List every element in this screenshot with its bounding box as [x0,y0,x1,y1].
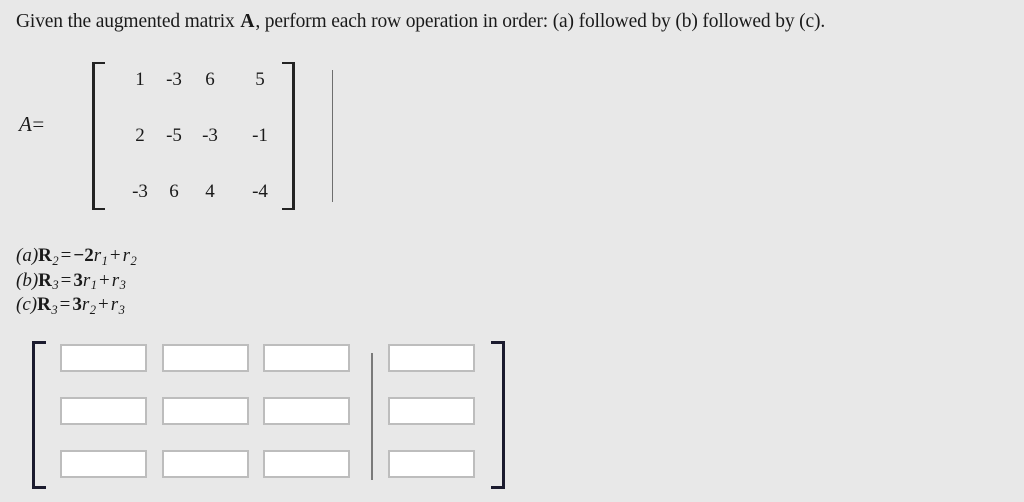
operation-tag: (b) [16,269,39,291]
operation-coefficient: 3 [72,294,82,315]
matrix-cell: -3 [202,125,218,146]
operation-target-subscript: 3 [51,302,58,317]
matrix-cell: 6 [205,69,215,90]
prompt-matrix-symbol: A [240,11,255,32]
operation-plus: + [109,245,121,266]
operation-addend-row: r [111,269,120,291]
answer-row [30,397,510,427]
operation-coefficient: 3 [73,269,83,291]
answer-cell-r2c2[interactable] [162,397,249,425]
answer-cell-r1c2[interactable] [162,344,249,372]
matrix-cell: 2 [135,125,145,146]
operation-tag: (a) [16,245,39,266]
matrix-cell: 1 [135,69,145,90]
answer-row [30,344,510,374]
answer-cell-r3c2[interactable] [162,450,249,478]
operation-source-subscript: 1 [90,278,98,293]
matrix-cell: -5 [166,125,182,146]
matrix-cell: -4 [252,181,268,202]
matrix-left-bracket [92,62,105,210]
answer-left-bracket [32,341,46,489]
operation-target: R [37,294,51,315]
row-operation-c: (c)R3=3r2+r3 [16,293,137,318]
answer-cell-r2c3[interactable] [263,397,350,425]
prompt-text-after: , perform each row operation in order: (… [255,11,826,32]
operation-equals: = [59,294,71,315]
row-operation-b: (b)R3=3r1+r3 [16,269,137,294]
operation-addend-row: r [122,245,130,266]
answer-cell-r1c1[interactable] [60,344,147,372]
matrix-row: 1 -3 6 5 [112,68,282,92]
operation-source-row: r [93,245,102,266]
matrix-row: 2 -5 -3 -1 [112,124,282,148]
augmented-matrix-display: A= 1 -3 6 5 2 -5 -3 -1 -3 6 4 -4 [16,62,333,210]
operation-target-subscript: 3 [52,278,59,293]
matrix-label-equals: = [32,112,45,136]
matrix-cell: 6 [169,181,179,202]
answer-augmented-divider [371,353,373,480]
row-operations-list: (a)R2=−2r1+r2 (b)R3=3r1+r3 (c)R3=3r2+r3 [16,244,137,318]
operation-addend-subscript: 3 [119,278,126,293]
operation-target: R [38,245,52,266]
operation-tag: (c) [16,294,38,315]
operation-equals: = [60,269,72,291]
operation-coefficient: −2 [73,245,94,266]
question-prompt: Given the augmented matrix A, perform ea… [16,9,1020,35]
answer-right-bracket [491,341,505,489]
matrix-label: A= [19,112,45,137]
prompt-text-before: Given the augmented matrix [16,11,240,32]
matrix-row: -3 6 4 -4 [112,180,282,204]
answer-cell-r1c4[interactable] [388,344,475,372]
operation-addend-subscript: 2 [130,253,137,268]
operation-source-subscript: 2 [89,302,96,317]
operation-source-row: r [82,269,91,291]
operation-addend-subscript: 3 [118,302,125,317]
answer-cell-r2c4[interactable] [388,397,475,425]
operation-target-subscript: 2 [52,253,59,268]
operation-target: R [38,269,52,291]
answer-cell-r3c4[interactable] [388,450,475,478]
answer-matrix [30,341,510,489]
answer-cell-r3c3[interactable] [263,450,350,478]
operation-plus: + [97,294,109,315]
matrix-cell: -1 [252,125,268,146]
matrix-label-letter: A [19,112,33,136]
matrix-cell: 5 [255,69,265,90]
row-operation-a: (a)R2=−2r1+r2 [16,244,137,269]
operation-addend-row: r [110,294,119,315]
answer-row [30,450,510,480]
matrix-cell: -3 [132,181,148,202]
operation-plus: + [99,269,110,291]
matrix-values-grid: 1 -3 6 5 2 -5 -3 -1 -3 6 4 -4 [112,62,333,210]
answer-cell-r2c1[interactable] [60,397,147,425]
matrix-right-bracket [282,62,295,210]
matrix-augmented-divider [332,70,333,202]
operation-source-row: r [81,294,90,315]
operation-equals: = [60,245,72,266]
answer-input-grid [30,341,510,489]
operation-source-subscript: 1 [101,253,108,268]
matrix-cell: 4 [205,181,215,202]
answer-cell-r1c3[interactable] [263,344,350,372]
matrix-cell: -3 [166,69,182,90]
answer-cell-r3c1[interactable] [60,450,147,478]
